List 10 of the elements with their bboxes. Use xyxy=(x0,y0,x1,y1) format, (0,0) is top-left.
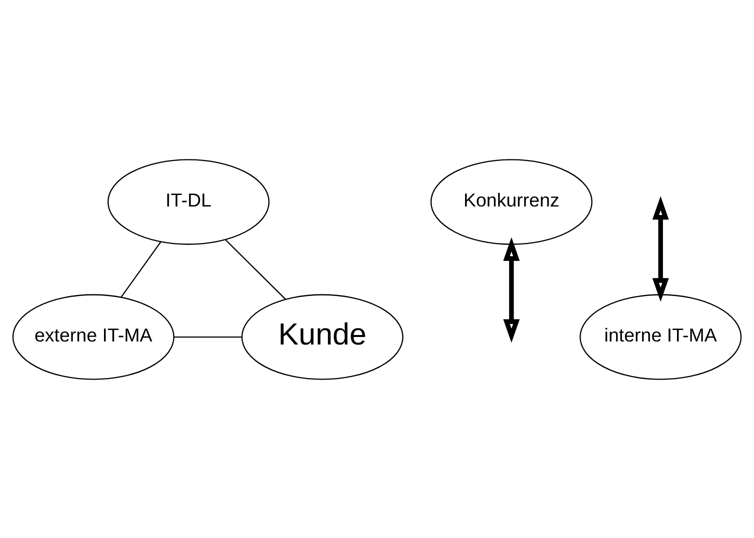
connector xyxy=(225,238,286,300)
node-ellipse: Konkurrenz xyxy=(430,158,592,244)
node-ellipse: IT-DL xyxy=(107,158,270,244)
node-ellipse: Kunde xyxy=(241,294,404,380)
arrow xyxy=(652,196,669,302)
connector xyxy=(120,241,162,298)
node-ellipse: interne IT-MA xyxy=(580,294,742,380)
node-ellipse: externe IT-MA xyxy=(12,294,174,380)
connector xyxy=(174,336,242,338)
arrow xyxy=(503,236,520,342)
